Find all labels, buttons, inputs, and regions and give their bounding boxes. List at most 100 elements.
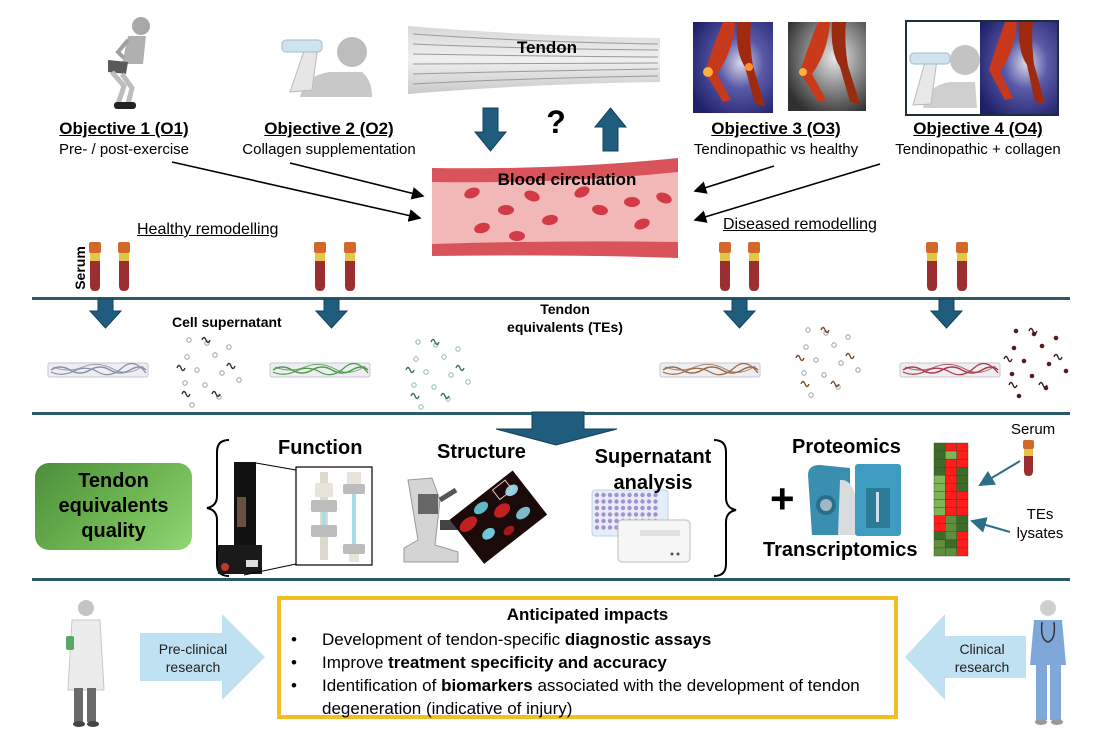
red-blood-cell xyxy=(656,192,672,204)
particle-dot xyxy=(455,346,461,352)
plate-well xyxy=(620,505,626,511)
arrow-up-icon xyxy=(593,107,628,152)
o2-connector-arrow xyxy=(289,162,425,200)
red-blood-cell xyxy=(574,186,590,198)
preclinical-research-label: Pre-clinical research xyxy=(159,640,227,676)
particle-dot xyxy=(801,370,807,376)
blood-tube-icon xyxy=(344,242,356,291)
impact-emphasis: biomarkers xyxy=(441,676,533,695)
clinical-line2: research xyxy=(954,659,1010,675)
anticipated-impacts-box: Anticipated impacts • Development of ten… xyxy=(277,596,898,719)
red-blood-cell xyxy=(464,187,480,199)
particle-dot xyxy=(845,334,851,340)
collagen-tendinopathic-image xyxy=(905,20,1059,116)
left-brace-icon xyxy=(206,439,230,577)
microscope-illustration xyxy=(403,470,548,564)
o4-connector-arrow xyxy=(693,163,881,223)
plate-well xyxy=(627,505,632,511)
heatmap-cell xyxy=(956,491,969,500)
plate-well xyxy=(614,505,619,511)
objective-4-subtitle: Tendinopathic + collagen xyxy=(895,141,1061,158)
objective-4-title: Objective 4 (O4) xyxy=(913,119,1043,138)
particle-dot xyxy=(413,356,419,362)
particle-squiggle xyxy=(455,364,465,372)
tendon-equivalent-strip xyxy=(269,362,371,378)
preclinical-line2: research xyxy=(165,659,221,675)
particle-squiggle xyxy=(845,352,855,360)
plate-well xyxy=(614,492,619,498)
particle-dot xyxy=(1029,373,1035,379)
plate-well xyxy=(640,499,645,504)
function-label: Function xyxy=(278,437,363,459)
blood-tube-icon xyxy=(926,242,938,291)
plate-well xyxy=(653,492,658,498)
plate-well xyxy=(594,505,600,511)
big-down-arrow-icon xyxy=(495,411,618,446)
blood-circulation-label: Blood circulation xyxy=(497,170,637,189)
quality-line2: equivalents xyxy=(58,495,169,517)
impact-text: Identification of xyxy=(322,676,442,695)
serum-tube-icon xyxy=(1023,440,1034,476)
plate-well xyxy=(640,512,645,517)
objective-1-title: Objective 1 (O1) xyxy=(59,119,189,138)
plate-well xyxy=(601,505,606,511)
plate-well xyxy=(594,525,600,530)
heatmap-cell xyxy=(933,458,946,468)
particle-dot xyxy=(415,339,421,345)
blood-tube-icon xyxy=(748,242,760,291)
person-head xyxy=(132,17,150,35)
heatmap-cell xyxy=(933,483,946,492)
person-legs xyxy=(110,70,135,105)
blood-vessel-illustration xyxy=(432,158,678,258)
blood-tube-icon xyxy=(956,242,968,291)
plate-well xyxy=(620,492,626,498)
particle-dot xyxy=(194,367,200,373)
preclinical-arrow xyxy=(140,614,265,700)
particle-dot xyxy=(803,344,809,350)
heatmap-cell xyxy=(956,515,969,524)
tendon-equivalent-strip xyxy=(659,362,761,378)
particle-squiggle xyxy=(430,338,440,346)
te-quality-box: Tendon equivalents quality xyxy=(35,463,192,550)
particle-squiggle xyxy=(830,380,840,388)
o3-connector-arrow xyxy=(693,165,775,194)
impact-text: associated with the development of tendo… xyxy=(322,676,860,718)
heatmap-cell xyxy=(945,523,957,532)
particle-dot xyxy=(831,342,837,348)
plate-well xyxy=(594,512,600,517)
quality-line1: Tendon xyxy=(78,470,149,492)
tendon-label: Tendon xyxy=(516,38,578,57)
particle-dot xyxy=(465,379,471,385)
particle-dot xyxy=(808,392,814,398)
cell-supernatant-label: Cell supernatant xyxy=(172,314,282,330)
plate-well xyxy=(653,499,658,504)
supernatant-line1: Supernatant xyxy=(594,446,712,468)
plate-well xyxy=(620,499,626,504)
particle-squiggle xyxy=(176,364,186,372)
particle-dot xyxy=(189,402,195,408)
heatmap-cell xyxy=(945,507,957,516)
right-brace-icon xyxy=(713,439,737,577)
objective-3-subtitle: Tendinopathic vs healthy xyxy=(693,141,859,158)
heatmap-cell xyxy=(933,539,946,549)
red-blood-cell xyxy=(524,190,540,202)
particle-squiggle xyxy=(1008,381,1018,389)
person-head xyxy=(337,37,367,67)
particle-dot xyxy=(1011,345,1017,351)
serum-heatmap-label: Serum xyxy=(1011,421,1056,438)
particle-dot xyxy=(236,377,242,383)
particle-dot xyxy=(441,354,447,360)
heatmap-cell xyxy=(933,515,946,524)
quality-line3: quality xyxy=(81,520,146,542)
plate-well xyxy=(607,512,613,517)
impact-emphasis: treatment specificity and accuracy xyxy=(388,653,667,672)
impact-emphasis: diagnostic assays xyxy=(564,630,712,649)
bullet-marker: • xyxy=(291,676,297,695)
arrow-down-icon xyxy=(929,298,964,329)
impacts-title: Anticipated impacts xyxy=(506,605,669,624)
particle-dot xyxy=(184,354,190,360)
bullet-marker: • xyxy=(291,630,297,649)
plate-well xyxy=(640,505,645,511)
plate-well xyxy=(627,512,632,517)
